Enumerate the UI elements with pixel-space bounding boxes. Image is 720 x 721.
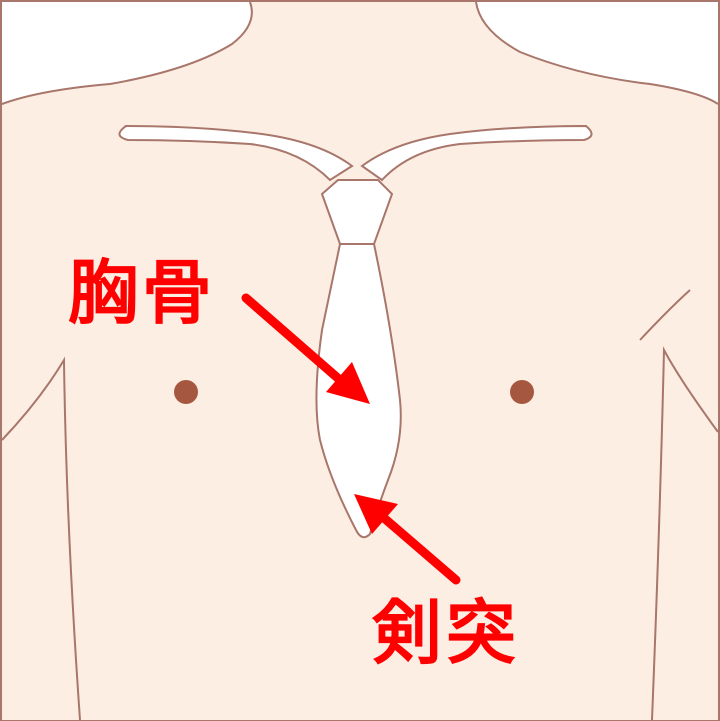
left-nipple [174, 380, 198, 404]
sternum-label: 胸骨 [68, 258, 216, 328]
xiphoid-label: 剣突 [372, 598, 520, 668]
right-nipple [510, 380, 534, 404]
